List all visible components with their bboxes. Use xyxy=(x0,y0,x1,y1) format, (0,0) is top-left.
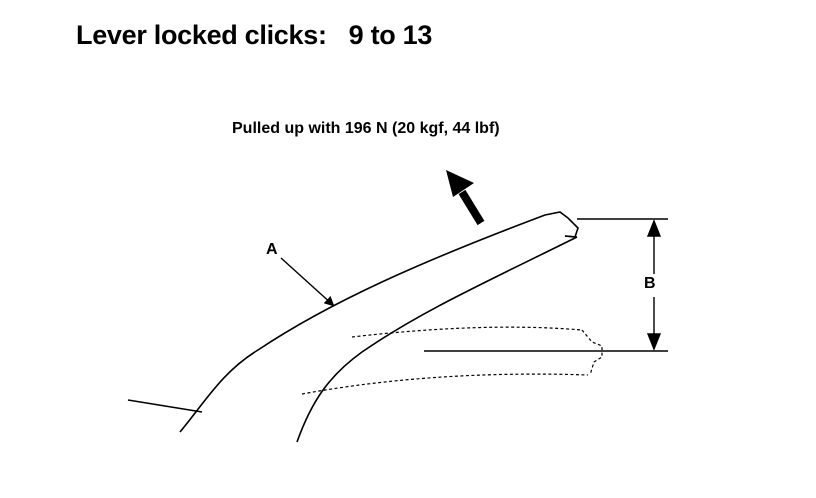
lever-clicks-heading: Lever locked clicks: 9 to 13 xyxy=(76,20,432,51)
pull-force-note: Pulled up with 196 N (20 kgf, 44 lbf) xyxy=(232,120,500,137)
callout-label-a: A xyxy=(266,241,278,258)
lever-raised-outline xyxy=(127,211,579,443)
lever-lowered-outline xyxy=(301,326,603,395)
callout-leader-a xyxy=(280,257,335,307)
lever-clicks-value: 9 to 13 xyxy=(348,20,433,50)
lever-clicks-label: Lever locked clicks: xyxy=(76,20,327,50)
pull-direction-arrow-icon xyxy=(446,170,485,226)
callout-label-b: B xyxy=(644,275,656,292)
dimension-b xyxy=(424,218,668,352)
